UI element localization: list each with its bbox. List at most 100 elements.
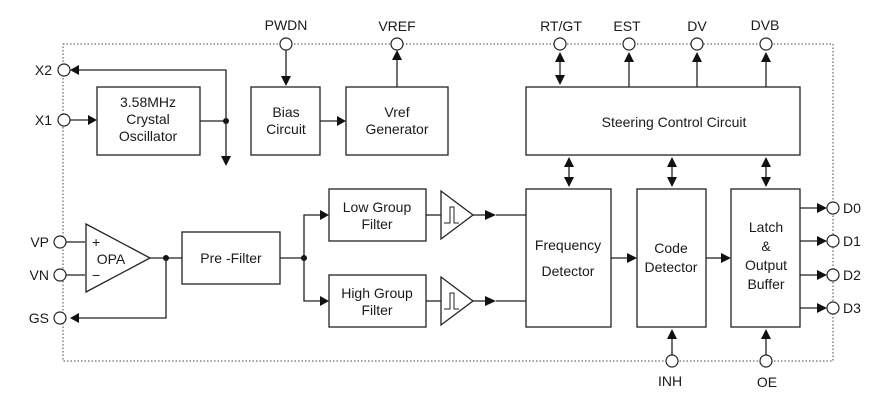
rect-shape [250, 86, 321, 156]
blocks-bias-1-label: Circuit [266, 121, 306, 137]
pin-vn [53, 268, 67, 282]
polygon-shape [564, 177, 574, 187]
blocks-freq_det-1-label: Detector [542, 263, 595, 279]
pins-d2-label: D2 [843, 267, 861, 283]
pins: X2 X1 VP VN GS PWDN VREF RT/GT EST DV DV… [29, 17, 861, 390]
polyline-shape [303, 214, 321, 302]
latch-output-buffer-block: Latch & Output Buffer [730, 188, 801, 328]
pins-pwdn-label: PWDN [265, 17, 308, 33]
blocks-vref_gen-1-label: Generator [365, 121, 428, 137]
pins-x2-label: X2 [35, 62, 52, 78]
pin-dvb [759, 37, 773, 51]
polygon-shape [817, 303, 827, 313]
pins-d1-label: D1 [843, 233, 861, 249]
pins-oe-label: OE [757, 374, 777, 390]
pins-vref-label: VREF [378, 18, 415, 34]
pin-pwdn [279, 37, 293, 51]
vref-generator-block: Vref Generator [345, 86, 449, 156]
blocks-high_group-0-label: High Group [341, 285, 413, 301]
polygon-shape [817, 203, 827, 213]
blocks-opa_minus-label: − [92, 267, 100, 283]
rect-shape [345, 86, 449, 156]
pre-filter-block: Pre -Filter [181, 231, 281, 285]
pins-est-label: EST [613, 18, 641, 34]
blocks-high_group-1-label: Filter [361, 302, 392, 318]
pin-inh [665, 354, 679, 368]
polyline-shape [444, 206, 459, 224]
high-group-filter-block: High Group Filter [328, 274, 427, 328]
rect-shape [328, 188, 427, 242]
polygon-shape [320, 296, 329, 306]
code-detector-block: Code Detector [636, 188, 707, 328]
steering-control-circuit-block: Steering Control Circuit [525, 86, 801, 156]
pin-rtgt [553, 37, 567, 51]
pin-d1 [826, 234, 840, 248]
polygon-shape [281, 76, 291, 86]
rect-shape [636, 188, 707, 328]
polygon-shape [817, 270, 827, 280]
polygon-shape [667, 329, 677, 339]
pins-d0-label: D0 [843, 200, 861, 216]
pin-vp [53, 235, 67, 249]
pins-inh-label: INH [658, 373, 682, 389]
blocks-oscillator-1-label: Crystal [126, 111, 170, 127]
polygon-shape [337, 116, 346, 126]
blocks-code_det-1-label: Detector [645, 259, 698, 275]
pin-d0 [826, 201, 840, 215]
opa-amplifier: + − OPA [85, 222, 152, 294]
blocks-oscillator-2-label: Oscillator [119, 128, 178, 144]
polygon-shape [761, 157, 771, 167]
pins-d3-label: D3 [843, 300, 861, 316]
blocks-low_group-1-label: Filter [361, 216, 392, 232]
polygon-shape [485, 210, 496, 220]
pin-d2 [826, 268, 840, 282]
pin-oe [759, 354, 773, 368]
pins-dv-label: DV [687, 18, 707, 34]
blocks-latch-3-label: Buffer [747, 276, 784, 292]
rect-shape [525, 188, 612, 328]
rect-shape [96, 86, 201, 156]
blocks-latch-2-label: Output [745, 257, 787, 273]
blocks-vref_gen-0-label: Vref [384, 104, 409, 120]
polygon-shape [692, 52, 702, 62]
pin-d3 [826, 301, 840, 315]
crystal-oscillator-block: 3.58MHz Crystal Oscillator [96, 86, 201, 156]
polygon-shape [761, 177, 771, 187]
pin-vref [390, 37, 404, 51]
pin-x2 [57, 63, 71, 77]
schmitt-trigger-high [440, 275, 475, 327]
polygon-shape [667, 177, 677, 187]
frequency-detector-block: Frequency Detector [525, 188, 612, 328]
polygon-shape [627, 253, 637, 263]
rect-shape [730, 188, 801, 328]
pins-gs-label: GS [29, 310, 49, 326]
low-group-filter-block: Low Group Filter [328, 188, 427, 242]
bias-circuit-block: Bias Circuit [250, 86, 321, 156]
blocks-latch-1-label: & [761, 238, 771, 254]
pin-x1 [57, 113, 71, 127]
polygon-shape [761, 329, 771, 339]
polygon-shape [440, 189, 475, 241]
blocks-bias-0-label: Bias [272, 104, 299, 120]
blocks-oscillator-0-label: 3.58MHz [120, 94, 176, 110]
rect-shape [525, 86, 801, 156]
schmitt-trigger-low [440, 189, 475, 241]
polygon-shape [721, 253, 731, 263]
pins-vp-label: VP [30, 234, 49, 250]
g-shape [564, 157, 771, 187]
blocks-steering-label: Steering Control Circuit [602, 114, 747, 130]
pins-x1-label: X1 [35, 112, 52, 128]
polygon-shape [761, 52, 771, 62]
pins-vn-label: VN [30, 267, 49, 283]
polygon-shape [817, 236, 827, 246]
polygon-shape [555, 75, 565, 85]
blocks-opa_plus-label: + [92, 234, 100, 250]
polygon-shape [221, 156, 231, 166]
polygon-shape [70, 65, 79, 75]
polygon-shape [555, 52, 565, 62]
wires [65, 49, 827, 356]
blocks-opa-label: OPA [97, 251, 126, 267]
polygon-shape [392, 50, 402, 60]
pin-est [622, 37, 636, 51]
blocks-prefilter-label: Pre -Filter [200, 250, 262, 266]
